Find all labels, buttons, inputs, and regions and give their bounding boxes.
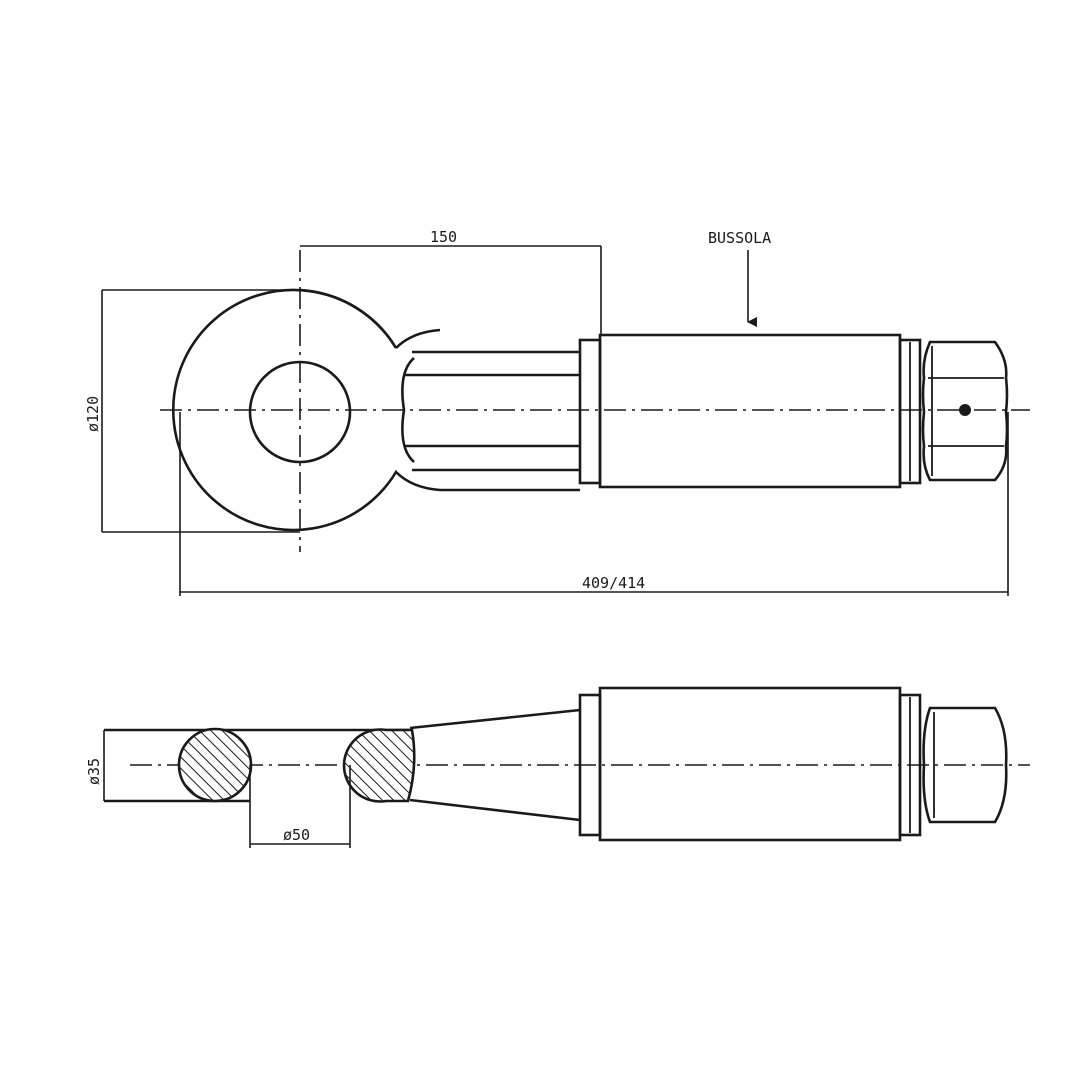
eye-hole [248, 360, 352, 464]
bussola-label: BUSSOLA [708, 229, 771, 247]
eye-outer-ring-closure [299, 288, 398, 349]
section-left-hatched [177, 727, 253, 803]
dim-35-text: ø35 [85, 758, 103, 785]
top-view: BUSSOLA 150 ø120 409/414 [84, 228, 1030, 596]
section-view: ø35 ø50 [85, 686, 1030, 848]
section-right-hatched [342, 728, 416, 803]
taper-lower [409, 798, 581, 822]
dim-150-text: 150 [430, 228, 457, 246]
taper-upper [409, 708, 581, 730]
neck-inner-fillet [401, 357, 415, 463]
sleeve-right-collar [898, 338, 922, 485]
section-sleeve-body [598, 686, 902, 842]
dim-50-text: ø50 [283, 826, 310, 844]
section-sleeve-right-collar [898, 693, 922, 837]
section-hex-nut [922, 706, 1008, 824]
dim-120-text: ø120 [84, 396, 102, 432]
sleeve-body [598, 333, 902, 489]
sleeve-left-collar [578, 338, 602, 485]
hex-nut [921, 340, 1009, 482]
dim-total-text: 409/414 [582, 574, 645, 592]
nut-center-dot [959, 404, 971, 416]
